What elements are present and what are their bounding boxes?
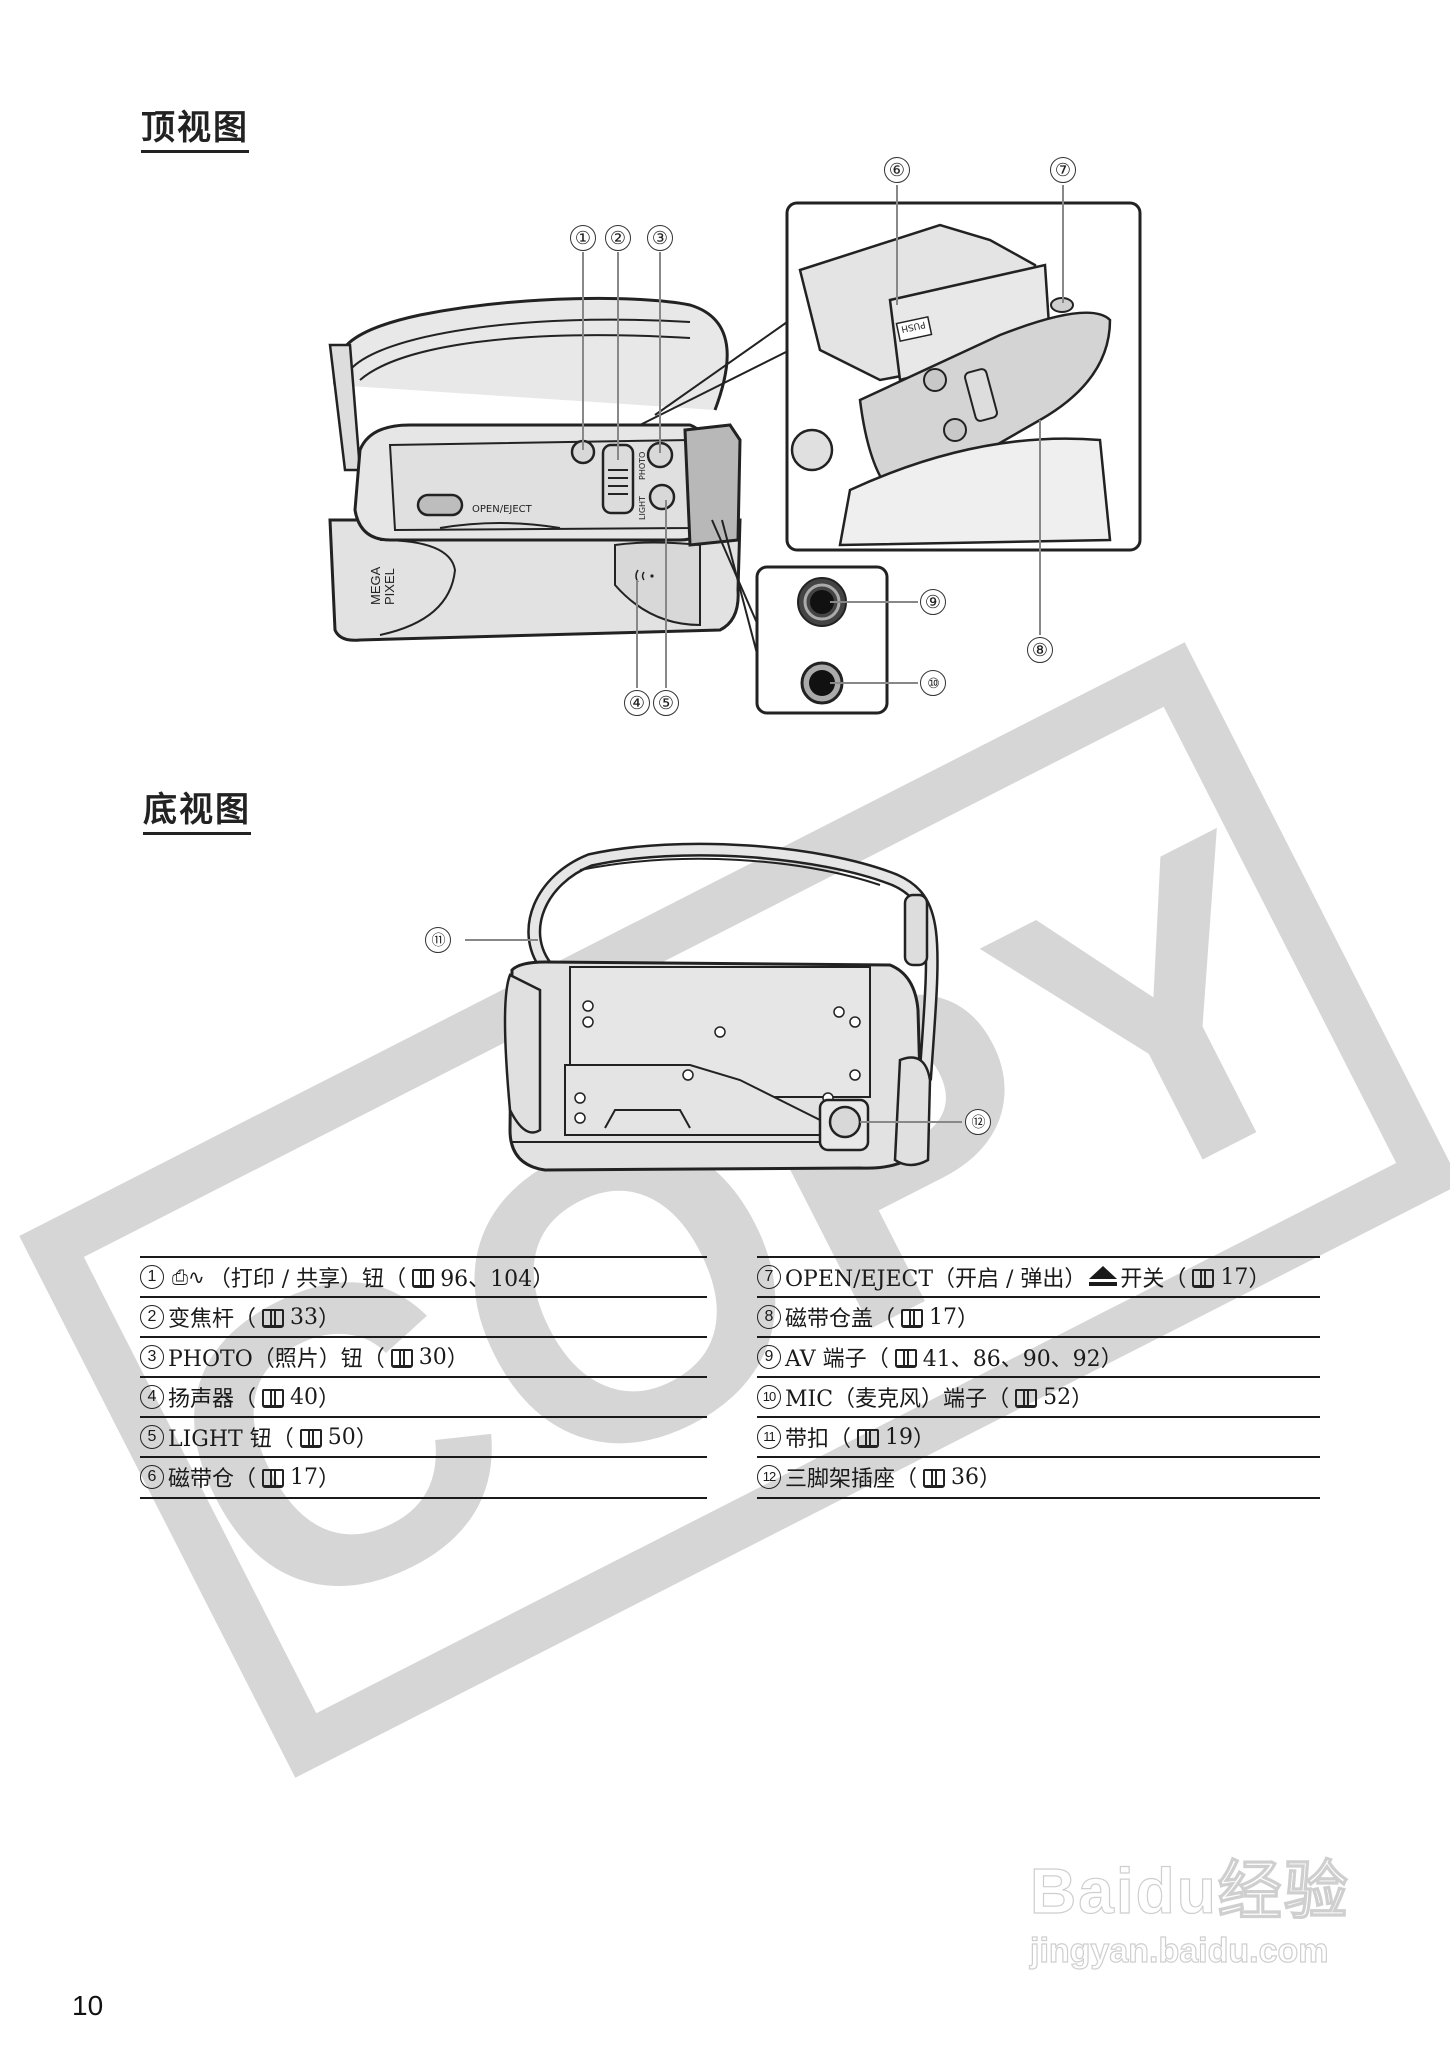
eject-icon	[1088, 1266, 1118, 1288]
book-icon	[1015, 1389, 1038, 1408]
item-number: 1	[140, 1265, 164, 1289]
svg-text:OPEN/EJECT: OPEN/EJECT	[472, 504, 533, 515]
item-number: 9	[757, 1345, 781, 1369]
parts-row: 11 带扣 （ 19）	[757, 1416, 1320, 1456]
book-icon	[894, 1349, 917, 1368]
parts-row: 3 PHOTO（照片）钮 （ 30）	[140, 1336, 707, 1376]
callout-5: ⑤	[653, 690, 679, 716]
parts-row: 4 扬声器 （ 40）	[140, 1376, 707, 1416]
part-name: OPEN/EJECT（开启 / 弹出）	[785, 1267, 1087, 1292]
item-number: 4	[140, 1385, 164, 1409]
baidu-url: jingyan.baidu.com	[1029, 1931, 1329, 1970]
svg-text:MEGA: MEGA	[368, 566, 383, 605]
callout-1: ①	[570, 225, 596, 251]
callout-3: ③	[647, 225, 673, 251]
item-number: 5	[140, 1425, 164, 1449]
svg-text:PIXEL: PIXEL	[382, 568, 397, 605]
page-ref: 19	[885, 1424, 914, 1450]
part-name: LIGHT 钮	[168, 1427, 272, 1452]
top-view-diagram: OPEN/EJECT PHOTO LIGHT MEGA PIXEL PUSH	[328, 185, 1142, 715]
part-name: 磁带仓盖	[785, 1307, 874, 1332]
part-name: （打印 / 共享）钮	[208, 1267, 385, 1292]
baidu-logo: Baidu经验	[1029, 1854, 1350, 1927]
callout-10: ⑩	[920, 670, 946, 696]
callout-7: ⑦	[1050, 157, 1076, 183]
parts-list-left: 1 ⎙∿ （打印 / 共享）钮 （ 96、104） 2 变焦杆 （ 33） 3 …	[140, 1256, 707, 1499]
parts-row: 1 ⎙∿ （打印 / 共享）钮 （ 96、104）	[140, 1256, 707, 1296]
book-icon	[390, 1349, 413, 1368]
parts-row: 5 LIGHT 钮 （ 50）	[140, 1416, 707, 1456]
callout-6: ⑥	[884, 157, 910, 183]
book-icon	[412, 1269, 435, 1288]
page-ref: 33	[290, 1304, 319, 1330]
page-ref: 17	[290, 1464, 319, 1490]
item-number: 2	[140, 1305, 164, 1329]
item-number: 12	[757, 1465, 781, 1490]
part-name: 变焦杆	[168, 1307, 235, 1332]
callout-2: ②	[605, 225, 631, 251]
book-icon	[262, 1389, 285, 1408]
callout-11: ⑪	[425, 927, 451, 953]
parts-row: 2 变焦杆 （ 33）	[140, 1296, 707, 1336]
parts-row: 6 磁带仓 （ 17）	[140, 1456, 707, 1499]
item-number: 6	[140, 1465, 164, 1490]
page-ref: 52	[1043, 1384, 1072, 1410]
item-number: 3	[140, 1345, 164, 1369]
book-icon	[299, 1429, 322, 1448]
page-ref: 96、104	[440, 1267, 533, 1292]
book-icon	[1192, 1269, 1215, 1288]
page-ref: 41、86、90、92	[922, 1347, 1101, 1372]
part-name: 磁带仓	[168, 1467, 235, 1493]
callout-4: ④	[624, 690, 650, 716]
page-number: 10	[72, 1990, 104, 2021]
item-number: 8	[757, 1305, 781, 1329]
page-ref: 50	[327, 1424, 356, 1450]
part-name: 三脚架插座	[785, 1467, 896, 1493]
svg-text:LIGHT: LIGHT	[638, 496, 647, 520]
item-number: 10	[757, 1385, 781, 1409]
item-number: 7	[757, 1265, 781, 1289]
bottom-view-diagram	[465, 842, 962, 1172]
book-icon	[262, 1469, 285, 1489]
parts-row: 10 MIC（麦克风）端子 （ 52）	[757, 1376, 1320, 1416]
page-ref: 36	[951, 1464, 980, 1490]
page-ref: 30	[418, 1344, 447, 1370]
book-icon	[262, 1309, 285, 1328]
book-icon	[923, 1469, 946, 1489]
callout-9: ⑨	[920, 589, 946, 615]
item-number: 11	[757, 1425, 781, 1449]
part-name: MIC（麦克风）端子	[785, 1387, 988, 1412]
parts-row: 9 AV 端子 （ 41、86、90、92）	[757, 1336, 1320, 1376]
part-name: 扬声器	[168, 1387, 235, 1412]
parts-row: 12 三脚架插座 （ 36）	[757, 1456, 1320, 1499]
parts-row: 7 OPEN/EJECT（开启 / 弹出） 开关 （ 17）	[757, 1256, 1320, 1296]
part-name: 带扣	[785, 1427, 830, 1452]
callout-12: ⑫	[965, 1109, 991, 1135]
svg-text:PHOTO: PHOTO	[638, 452, 647, 480]
part-name: PHOTO（照片）钮	[168, 1347, 363, 1372]
bottom-view-title: 底视图	[143, 790, 251, 835]
book-icon	[857, 1429, 880, 1448]
page-ref: 17	[1220, 1264, 1249, 1290]
book-icon	[901, 1309, 924, 1328]
page-ref: 17	[929, 1304, 958, 1330]
parts-list-right: 7 OPEN/EJECT（开启 / 弹出） 开关 （ 17） 8 磁带仓盖 （ …	[757, 1256, 1320, 1499]
parts-row: 8 磁带仓盖 （ 17）	[757, 1296, 1320, 1336]
top-view-title: 顶视图	[141, 108, 249, 153]
callout-8: ⑧	[1027, 637, 1053, 663]
svg-text:PUSH: PUSH	[900, 319, 926, 334]
page-ref: 40	[290, 1384, 319, 1410]
print-share-icon: ⎙∿	[172, 1265, 205, 1289]
baidu-jingyan-watermark: Baidu经验 jingyan.baidu.com	[1029, 1840, 1350, 1971]
part-name: AV 端子	[785, 1347, 867, 1372]
